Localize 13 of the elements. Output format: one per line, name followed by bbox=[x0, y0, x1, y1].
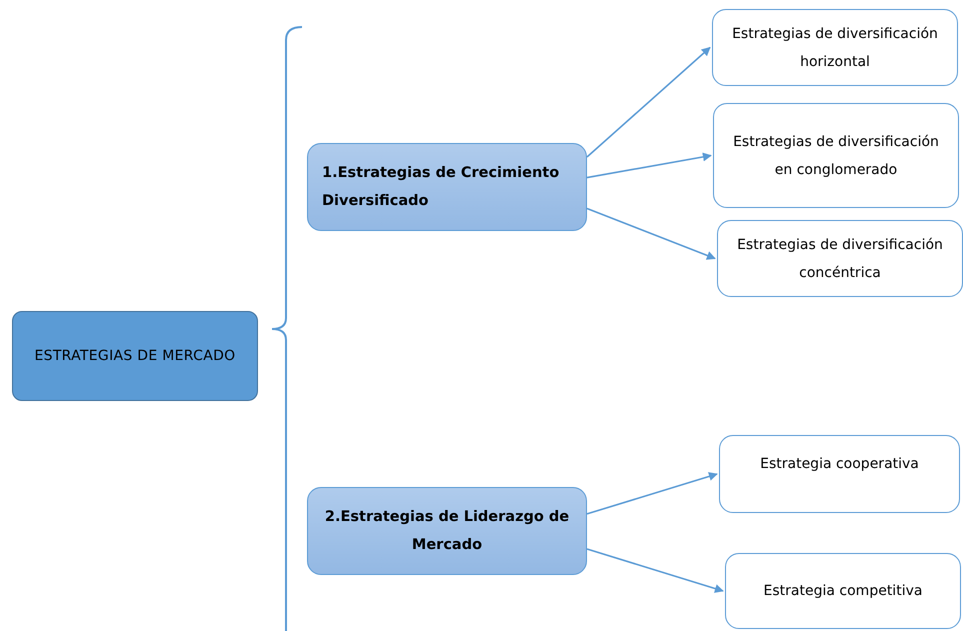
category-box: 2.Estrategias de Liderazgo de Mercado bbox=[307, 487, 587, 575]
strategy-box: Estrategias de diversificación en conglomerado bbox=[713, 103, 959, 208]
arrow bbox=[586, 208, 716, 260]
root-box: ESTRATEGIAS DE MERCADO bbox=[12, 311, 258, 401]
category-box: 1.Estrategias de Crecimiento Diversificado bbox=[307, 143, 587, 231]
strategy-box: Estrategias de diversificación concéntrica bbox=[717, 220, 963, 297]
strategy-box: Estrategias de diversificación horizontal bbox=[712, 9, 958, 86]
arrow bbox=[586, 472, 718, 515]
arrow bbox=[586, 46, 711, 158]
arrow bbox=[586, 152, 712, 178]
strategy-box: Estrategia cooperativa bbox=[719, 435, 960, 513]
strategy-box: Estrategia competitiva bbox=[725, 553, 961, 629]
arrow bbox=[586, 548, 724, 593]
